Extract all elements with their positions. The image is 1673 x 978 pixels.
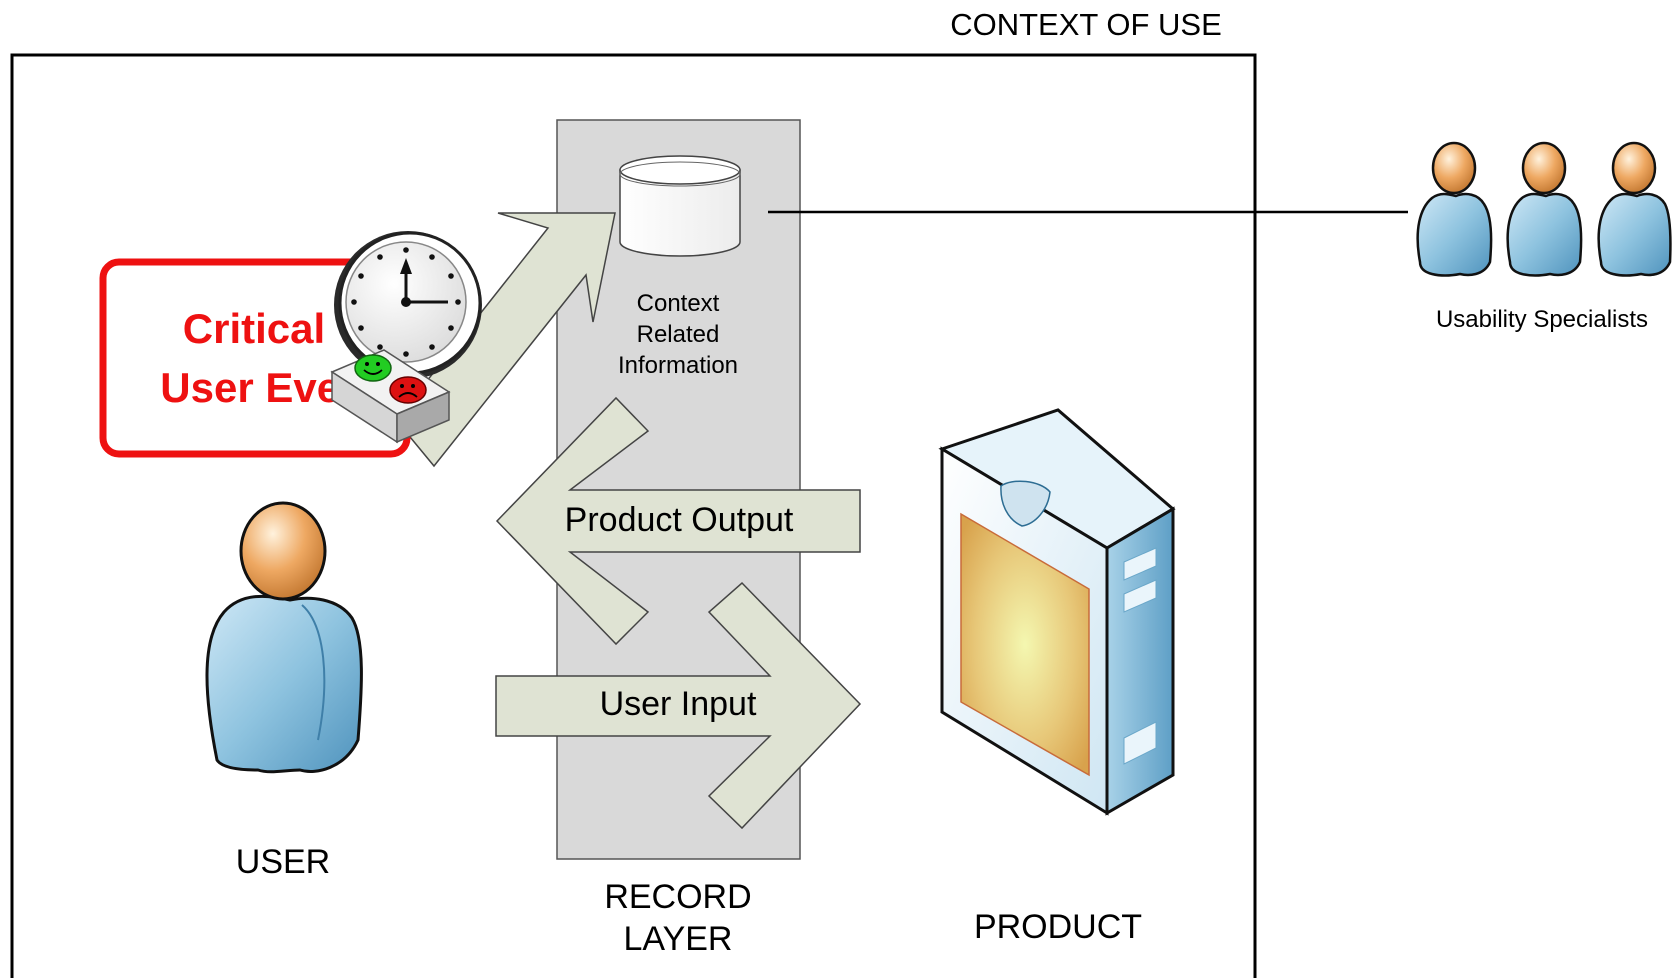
usability-specialists-group: [1416, 141, 1672, 277]
user-label: USER: [236, 843, 330, 881]
specialist-person-icon: [1506, 141, 1583, 277]
event-label-line1: Critical: [183, 305, 325, 352]
happy-face-icon: [354, 354, 392, 382]
clock-icon: [334, 231, 482, 379]
user-person-icon: [205, 501, 363, 774]
product-output-arrow: Product Output: [495, 396, 861, 646]
database-icon: [619, 155, 741, 257]
critical-user-event-box: Critical User Event: [99, 258, 411, 458]
context-title: CONTEXT OF USE: [950, 7, 1222, 42]
feedback-button-device: [330, 349, 451, 444]
product-label-panel: [960, 512, 1090, 777]
frame-border: [10, 53, 1257, 978]
product-label: PRODUCT: [974, 908, 1142, 946]
specialists-label: Usability Specialists: [1436, 306, 1648, 333]
record-layer-label-line2: LAYER: [624, 920, 733, 958]
user-input-label: User Input: [600, 685, 757, 723]
database-label-line2: Related: [637, 321, 720, 348]
user-input-arrow: User Input: [495, 581, 862, 830]
specialist-person-icon: [1416, 141, 1493, 277]
sad-face-icon: [389, 376, 427, 404]
product-output-label: Product Output: [565, 501, 794, 539]
record-layer-label-line1: RECORD: [604, 878, 751, 916]
database-label-line3: Information: [618, 352, 738, 379]
specialist-person-icon: [1597, 141, 1672, 277]
database-label-line1: Context: [637, 290, 720, 317]
product-box-icon: [938, 408, 1176, 816]
context-of-use-frame: CONTEXT OF USE: [10, 7, 1257, 978]
product-handle-icon: [1000, 480, 1051, 527]
